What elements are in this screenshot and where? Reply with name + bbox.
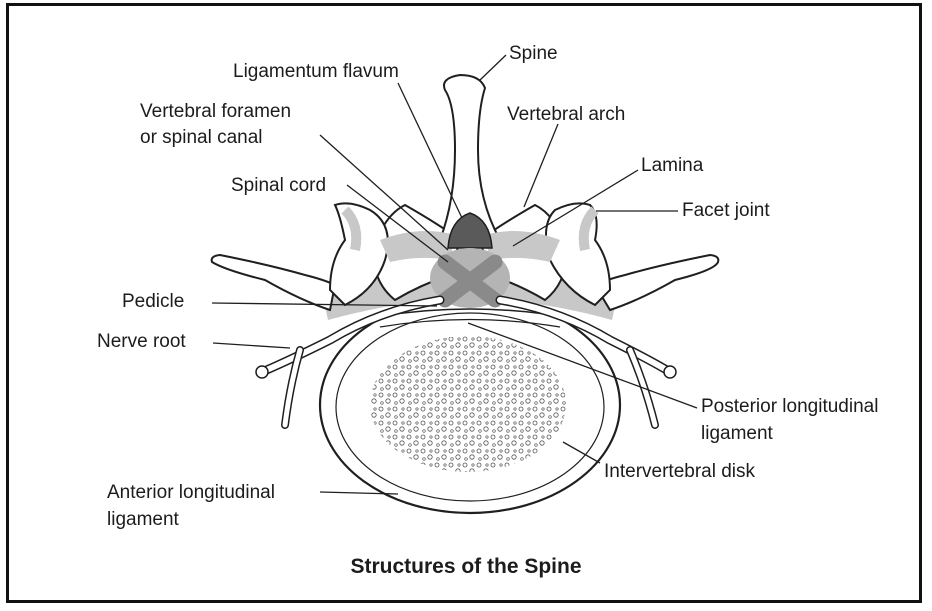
- label-vertebral-foramen-line1: Vertebral foramen: [140, 100, 291, 124]
- label-posterior-longitudinal-line1: Posterior longitudinal: [701, 395, 878, 419]
- diagram-caption: Structures of the Spine: [0, 555, 932, 579]
- label-facet-joint: Facet joint: [682, 199, 770, 223]
- label-intervertebral-disk: Intervertebral disk: [604, 460, 755, 484]
- leader-spine: [480, 55, 506, 80]
- label-lamina: Lamina: [641, 154, 703, 178]
- label-anterior-longitudinal-line2: ligament: [107, 508, 179, 532]
- left-transverse-process: [212, 255, 335, 310]
- label-ligamentum-flavum: Ligamentum flavum: [233, 60, 399, 84]
- leader-vertebral-arch: [524, 124, 558, 207]
- label-vertebral-arch: Vertebral arch: [507, 103, 625, 127]
- right-transverse-process: [595, 255, 718, 310]
- label-nerve-root: Nerve root: [97, 330, 186, 354]
- label-spinal-cord: Spinal cord: [231, 174, 326, 198]
- label-anterior-longitudinal-line1: Anterior longitudinal: [107, 481, 275, 505]
- disk-nucleus: [370, 336, 566, 472]
- label-vertebral-foramen-line2: or spinal canal: [140, 126, 263, 150]
- label-spine: Spine: [509, 42, 558, 66]
- label-pedicle: Pedicle: [122, 290, 184, 314]
- label-posterior-longitudinal-line2: ligament: [701, 422, 773, 446]
- leader-nerve-root: [213, 343, 290, 348]
